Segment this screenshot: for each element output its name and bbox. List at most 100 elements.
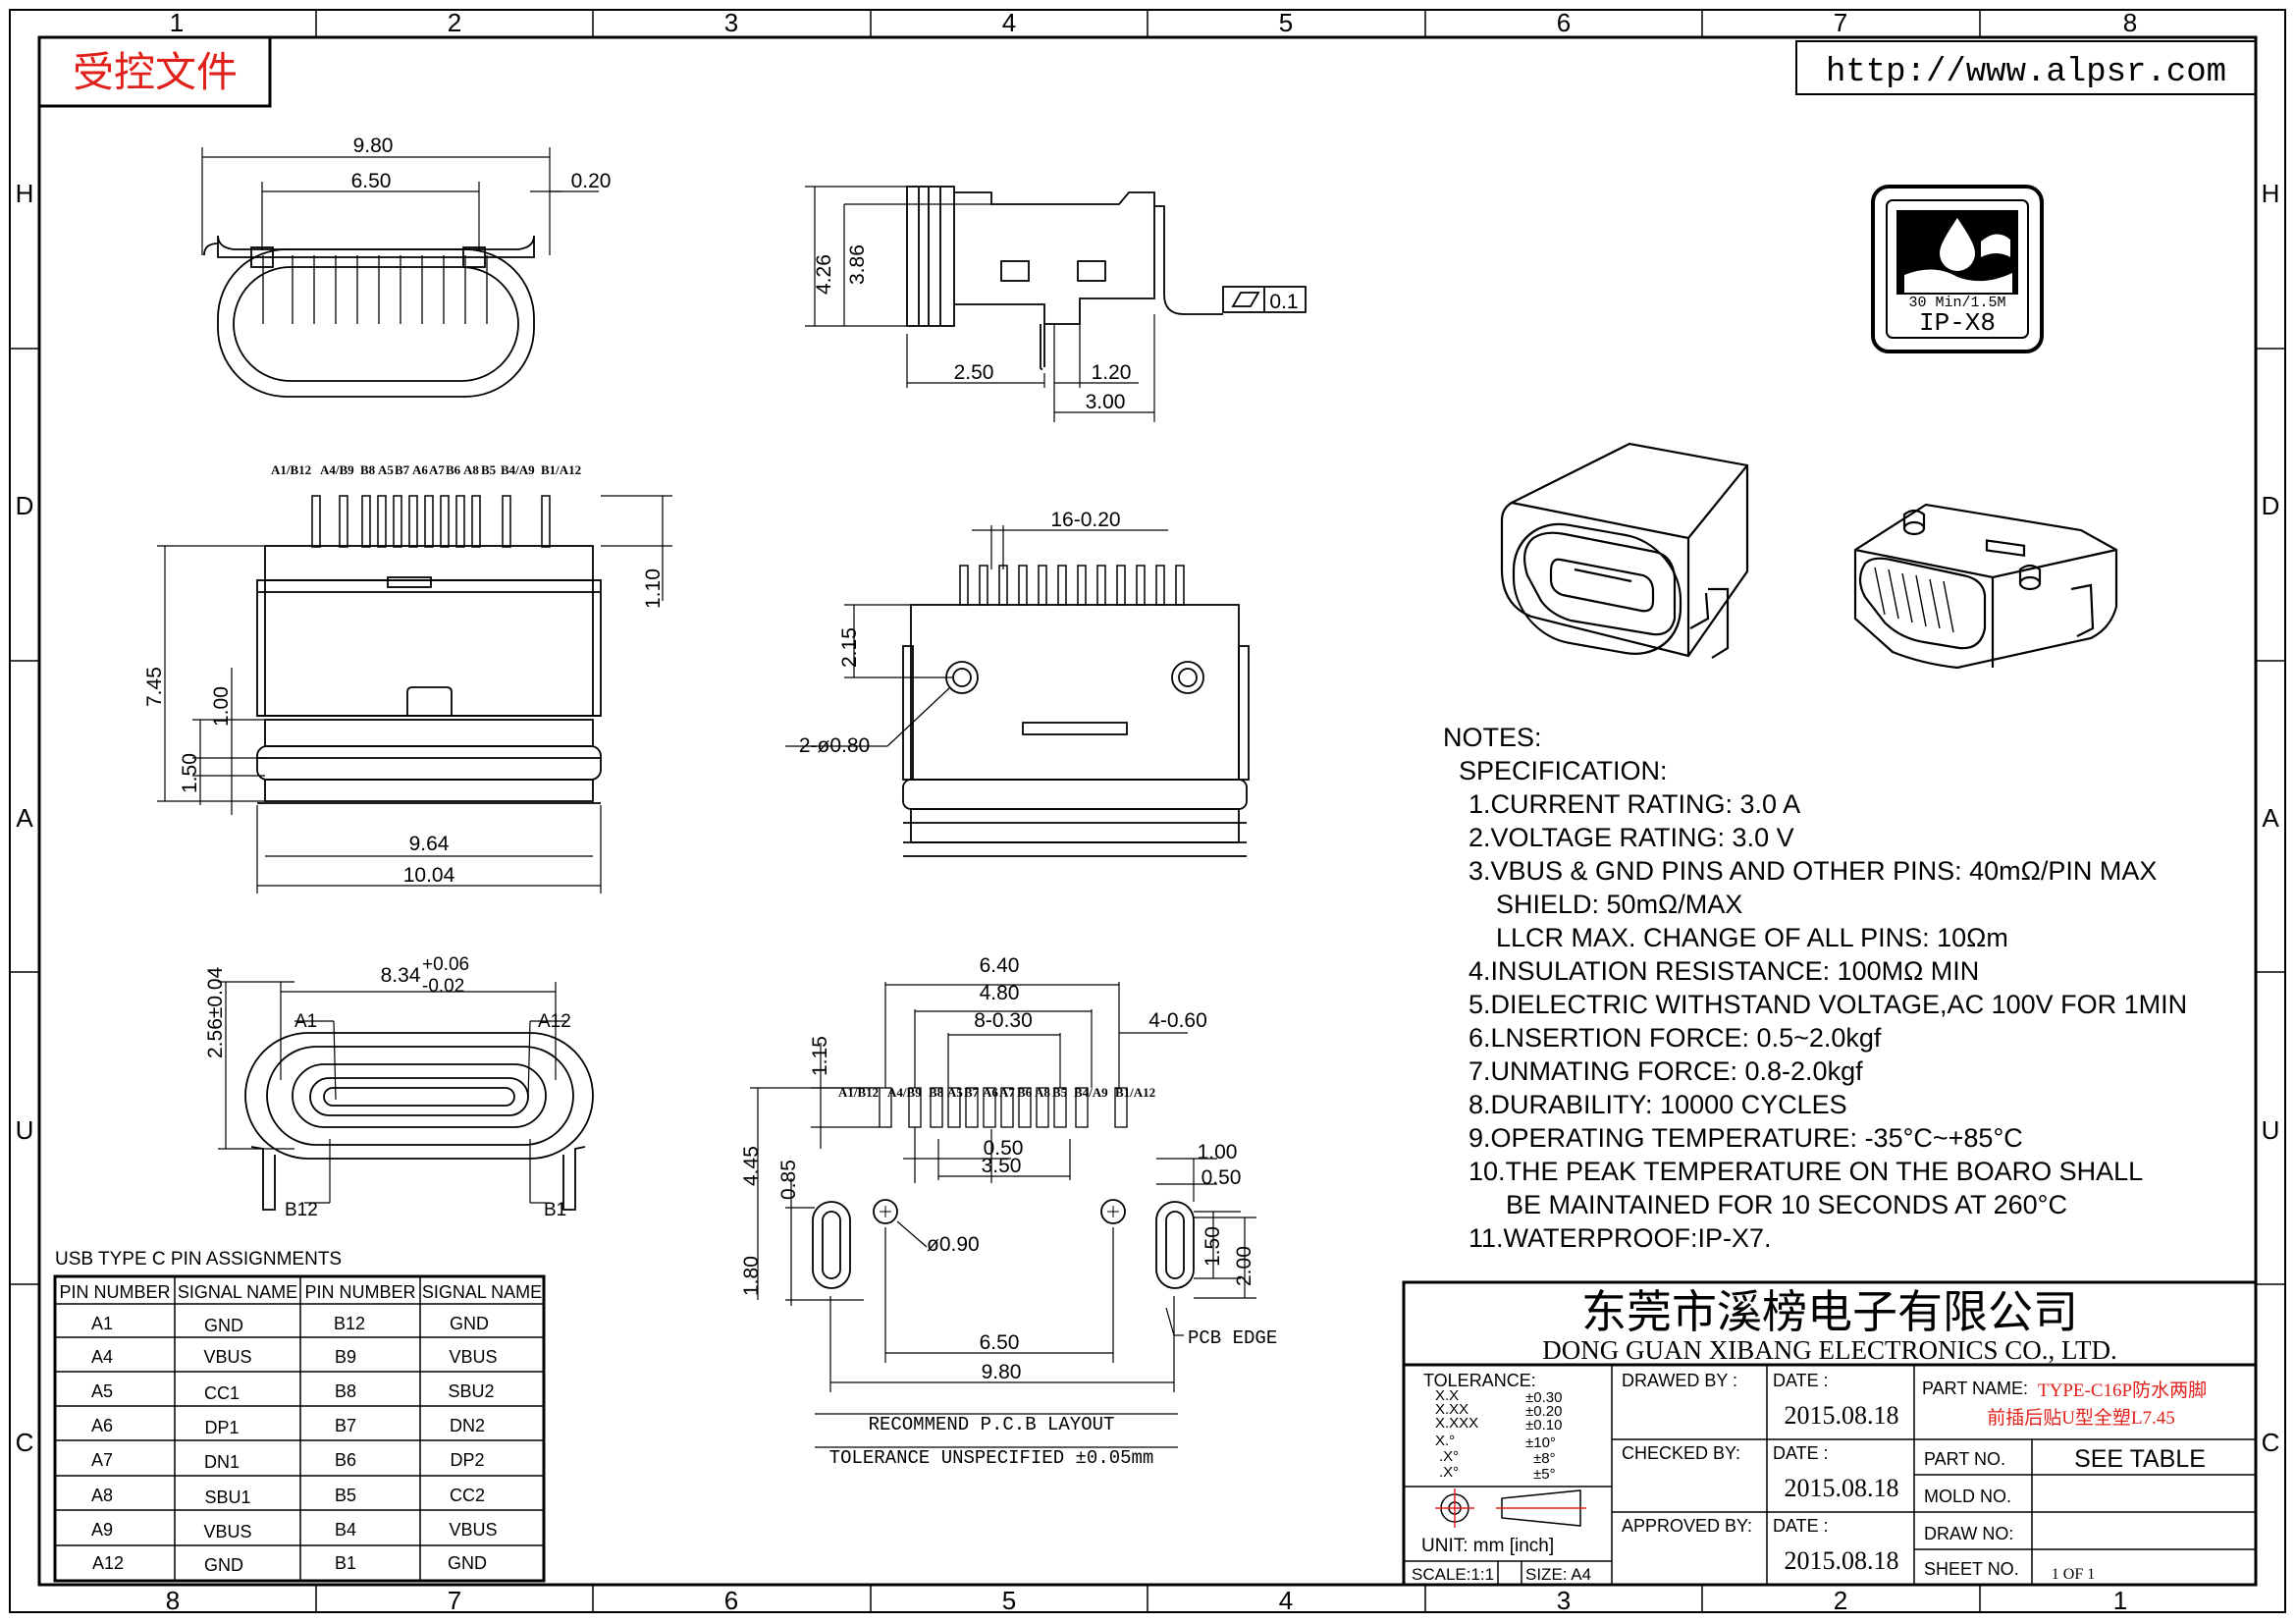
note-line: BE MAINTAINED FOR 10 SECONDS AT 260°C xyxy=(1506,1190,2067,1219)
row-label: D xyxy=(16,491,34,520)
pin-table-cell: A6 xyxy=(91,1416,113,1435)
dim-label: 9.80 xyxy=(982,1361,1022,1383)
row-label: A xyxy=(16,803,33,833)
tolerance-value: ±0.30 xyxy=(1525,1389,1562,1406)
checked-by-label: CHECKED BY: xyxy=(1622,1443,1740,1463)
badge-duration: 30 Min/1.5M xyxy=(1908,295,2005,311)
part-name-line2: 前插后贴U型全塑L7.45 xyxy=(1987,1407,2175,1429)
note-line: 5.DIELECTRIC WITHSTAND VOLTAGE,AC 100V F… xyxy=(1468,990,2187,1019)
dim-label: 1.50 xyxy=(179,753,201,793)
back-view: 16-0.20 2.15 2-ø0.80 xyxy=(785,509,1250,857)
row-label: H xyxy=(2262,179,2280,208)
dim-label: 2.15 xyxy=(838,627,861,668)
dim-label: 0.50 xyxy=(984,1137,1024,1160)
tolerance-value: ±10° xyxy=(1525,1434,1556,1451)
pcb-pin-label: B1/A12 xyxy=(1115,1085,1155,1100)
controlled-document-stamp: 受控文件 xyxy=(37,35,272,108)
col-label: 8 xyxy=(2123,8,2137,37)
pin-b12-label: B12 xyxy=(285,1200,318,1220)
company-name-en: DONG GUAN XIBANG ELECTRONICS CO., LTD. xyxy=(1542,1335,2117,1365)
waterproof-badge: 30 Min/1.5M IP-X8 xyxy=(1871,185,2044,353)
flatness-value: 0.1 xyxy=(1269,291,1298,313)
pin-assignment-table: USB TYPE C PIN ASSIGNMENTS PIN NUMBER SI… xyxy=(53,1249,546,1583)
tolerance-format: .X° xyxy=(1439,1448,1459,1465)
dim-label: 6.40 xyxy=(980,954,1020,977)
pin-table-cell: B6 xyxy=(335,1450,356,1470)
note-line: SHIELD: 50mΩ/MAX xyxy=(1496,890,1742,919)
note-line: 4.INSULATION RESISTANCE: 100MΩ MIN xyxy=(1468,956,1979,986)
tolerance-format: X.XX xyxy=(1435,1401,1468,1418)
row-label: U xyxy=(2262,1115,2280,1145)
dim-label: 1.50 xyxy=(1201,1226,1224,1267)
col-label: 4 xyxy=(1002,8,1016,37)
date-label: DATE : xyxy=(1773,1443,1829,1463)
pcb-pin-label: B6 xyxy=(1017,1085,1033,1100)
pin-label: A4/B9 xyxy=(320,462,354,477)
col-label: 3 xyxy=(724,8,738,37)
notes-section: NOTES: SPECIFICATION: 1.CURRENT RATING: … xyxy=(1443,723,2187,1253)
water-drop-icon xyxy=(1940,218,1975,271)
mold-no-label: MOLD NO. xyxy=(1924,1487,2011,1506)
connector-3d-rear-render xyxy=(1853,503,2118,670)
pcb-pin-label: A4/B9 xyxy=(887,1085,922,1100)
pin-label: B1/A12 xyxy=(541,462,581,477)
dim-label: 4.80 xyxy=(980,982,1020,1004)
row-label: D xyxy=(2262,491,2280,520)
drawn-by-label: DRAWED BY : xyxy=(1622,1371,1737,1390)
col-label-bottom: 8 xyxy=(166,1586,180,1615)
note-line: 8.DURABILITY: 10000 CYCLES xyxy=(1468,1090,1847,1119)
note-line: 7.UNMATING FORCE: 0.8-2.0kgf xyxy=(1468,1056,1863,1086)
col-label-bottom: 1 xyxy=(2113,1586,2127,1615)
approved-by-label: APPROVED BY: xyxy=(1622,1516,1752,1536)
dim-label: 8.34 xyxy=(381,964,421,987)
col-label: 1 xyxy=(170,8,184,37)
pcb-pin-label: B4/A9 xyxy=(1074,1085,1108,1100)
pcb-caption: RECOMMEND P.C.B LAYOUT xyxy=(869,1414,1115,1435)
dim-label: 9.80 xyxy=(353,135,394,157)
date-checked: 2015.08.18 xyxy=(1785,1474,1899,1502)
pin-table-header: SIGNAL NAME xyxy=(422,1282,542,1302)
dim-label: 10.04 xyxy=(403,864,455,887)
row-label: H xyxy=(16,179,34,208)
drawing-frame: 1 2 3 4 5 6 7 8 8 7 6 5 4 3 2 1 H D A U … xyxy=(9,8,2286,1615)
tolerance-label: TOLERANCE: xyxy=(1423,1371,1536,1390)
pcb-tolerance: TOLERANCE UNSPECIFIED ±0.05mm xyxy=(829,1447,1154,1469)
part-no-value: SEE TABLE xyxy=(2074,1445,2206,1473)
notes-subtitle: SPECIFICATION: xyxy=(1459,756,1668,785)
dim-tolerance-minus: -0.02 xyxy=(422,976,464,997)
note-line: LLCR MAX. CHANGE OF ALL PINS: 10Ωm xyxy=(1496,923,2008,952)
projection-symbol-icon xyxy=(1435,1488,1586,1528)
pin-table-cell: A8 xyxy=(91,1486,113,1505)
dim-label: 9.64 xyxy=(409,833,450,855)
pcb-pin-label: A6 xyxy=(983,1085,998,1100)
pcb-pin-label: A7 xyxy=(999,1085,1015,1100)
pin-label: B7 xyxy=(395,462,410,477)
note-line: 3.VBUS & GND PINS AND OTHER PINS: 40mΩ/P… xyxy=(1468,856,2157,886)
pin-table-cell: SBU2 xyxy=(448,1381,494,1401)
note-line: 1.CURRENT RATING: 3.0 A xyxy=(1468,789,1800,819)
note-line: 10.THE PEAK TEMPERATURE ON THE BOARO SHA… xyxy=(1468,1157,2143,1186)
pin-table-cell: B12 xyxy=(334,1314,365,1333)
dim-label: 0.50 xyxy=(1201,1166,1242,1189)
dim-label: 6.50 xyxy=(980,1331,1020,1354)
pin-label: B4/A9 xyxy=(501,462,535,477)
pcb-pin-label: B5 xyxy=(1052,1085,1068,1100)
part-no-label: PART NO. xyxy=(1924,1449,2005,1469)
pin-table-cell: B1 xyxy=(335,1553,356,1573)
size-label: SIZE: A4 xyxy=(1525,1565,1591,1584)
pcb-pin-label: B7 xyxy=(964,1085,980,1100)
dim-tolerance-plus: +0.06 xyxy=(422,954,469,975)
date-label: DATE : xyxy=(1773,1371,1829,1390)
pin-table-cell: DP2 xyxy=(450,1450,484,1470)
date-drawn: 2015.08.18 xyxy=(1785,1401,1899,1430)
tolerance-format: .X° xyxy=(1439,1464,1459,1481)
dim-label: 8-0.30 xyxy=(974,1009,1033,1032)
dim-label: 1.15 xyxy=(809,1036,831,1076)
col-label-bottom: 4 xyxy=(1279,1586,1293,1615)
dim-label: 1.20 xyxy=(1092,361,1132,384)
pin-a1-label: A1 xyxy=(294,1011,317,1032)
dim-label: 2-ø0.80 xyxy=(799,734,870,757)
col-label: 6 xyxy=(1557,8,1571,37)
scale-label: SCALE:1:1 xyxy=(1412,1565,1494,1584)
pin-table-cell: DP1 xyxy=(204,1418,239,1437)
